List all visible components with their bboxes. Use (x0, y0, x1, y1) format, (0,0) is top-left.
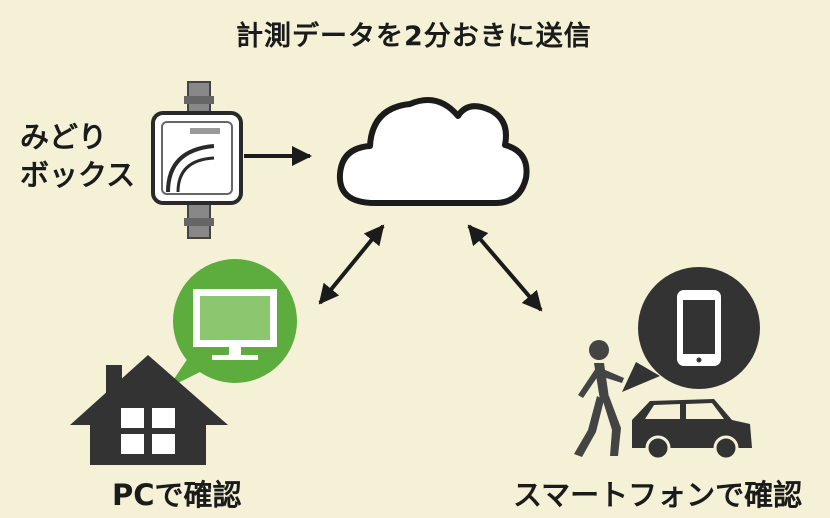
diagram-title: 計測データを2分おきに送信 (236, 21, 592, 52)
cloud-pc-arrow (318, 224, 385, 305)
smartphone-icon (677, 290, 721, 366)
midori-box-icon (151, 81, 243, 239)
house-icon (70, 355, 228, 465)
pc-bubble (168, 259, 297, 388)
midori-box-label: みどり ボックス (20, 118, 135, 194)
monitor-icon (193, 289, 277, 360)
smartphone-check-label: スマートフォンで確認 (513, 478, 803, 512)
car-icon (632, 399, 752, 461)
cloud-icon (336, 97, 530, 206)
cloud-smartphone-arrow (467, 224, 543, 312)
midori-box-label-line1: みどり (20, 120, 108, 154)
person-icon (574, 340, 624, 457)
midori-box-label-line2: ボックス (20, 158, 136, 192)
pc-check-label: PCで確認 (112, 478, 242, 512)
smartphone-bubble (622, 267, 760, 392)
